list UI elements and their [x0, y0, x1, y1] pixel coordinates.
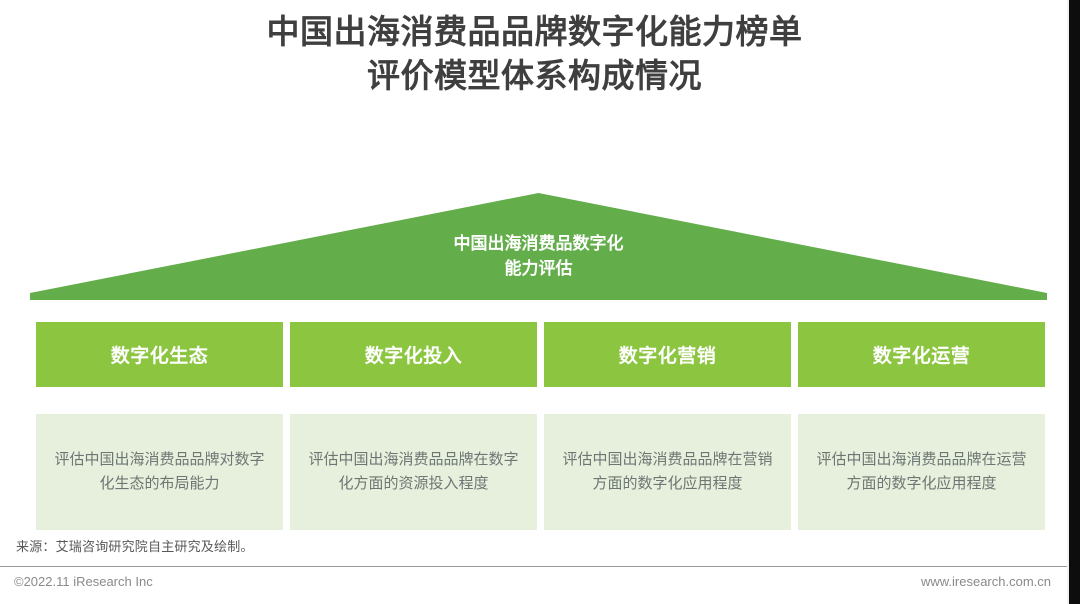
footer-website: www.iresearch.com.cn	[920, 574, 1051, 589]
pillar-column-digital-operations: 数字化运营 评估中国出海消费品品牌在运营方面的数字化应用程度	[798, 322, 1045, 530]
pillar-column-digital-ecosystem: 数字化生态 评估中国出海消费品品牌对数字化生态的布局能力	[36, 322, 283, 530]
pillar-description-box: 评估中国出海消费品品牌在数字化方面的资源投入程度	[290, 414, 537, 530]
pyramid-roof: 中国出海消费品数字化 能力评估	[30, 193, 1047, 300]
pyramid-shape	[30, 193, 1047, 300]
page-title-line-2: 评价模型体系构成情况	[367, 57, 702, 94]
pillar-column-digital-investment: 数字化投入 评估中国出海消费品品牌在数字化方面的资源投入程度	[290, 322, 537, 530]
pillar-description: 评估中国出海消费品品牌在数字化方面的资源投入程度	[308, 451, 519, 492]
right-edge-highlight	[1067, 0, 1069, 604]
source-note: 来源：艾瑞咨询研究院自主研究及绘制。	[16, 539, 254, 554]
pillar-column-digital-marketing: 数字化营销 评估中国出海消费品品牌在营销方面的数字化应用程度	[544, 322, 791, 530]
pillar-description: 评估中国出海消费品品牌在营销方面的数字化应用程度	[562, 451, 773, 492]
pillar-header: 数字化投入	[290, 322, 537, 387]
pillar-header: 数字化生态	[36, 322, 283, 387]
pillar-description-box: 评估中国出海消费品品牌在运营方面的数字化应用程度	[798, 414, 1045, 530]
pillar-description: 评估中国出海消费品品牌对数字化生态的布局能力	[54, 451, 265, 492]
footer-divider	[0, 566, 1069, 567]
page-title-line-1: 中国出海消费品品牌数字化能力榜单	[266, 13, 803, 50]
pillar-description-box: 评估中国出海消费品品牌对数字化生态的布局能力	[36, 414, 283, 530]
page-title: 中国出海消费品品牌数字化能力榜单 评价模型体系构成情况	[0, 10, 1069, 98]
pillar-spacer	[798, 387, 1045, 414]
pillar-spacer	[290, 387, 537, 414]
pillar-description-box: 评估中国出海消费品品牌在营销方面的数字化应用程度	[544, 414, 791, 530]
pillar-columns: 数字化生态 评估中国出海消费品品牌对数字化生态的布局能力 数字化投入 评估中国出…	[36, 322, 1045, 530]
footer: ©2022.11 iResearch Inc www.iresearch.com…	[0, 574, 1069, 604]
footer-copyright: ©2022.11 iResearch Inc	[14, 574, 153, 589]
right-edge-band	[1069, 0, 1080, 604]
pillar-header: 数字化营销	[544, 322, 791, 387]
pillar-spacer	[544, 387, 791, 414]
pillar-spacer	[36, 387, 283, 414]
pillar-description: 评估中国出海消费品品牌在运营方面的数字化应用程度	[816, 451, 1027, 492]
pillar-header: 数字化运营	[798, 322, 1045, 387]
